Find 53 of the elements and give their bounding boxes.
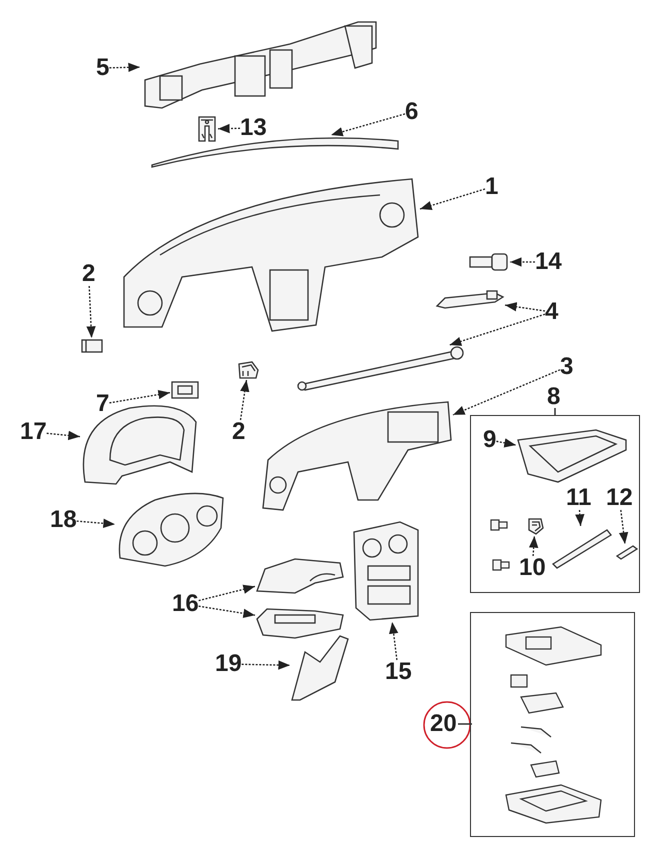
trim-strip-drawing bbox=[150, 135, 400, 167]
callout-number: 19 bbox=[215, 652, 242, 676]
leader-arrow bbox=[86, 286, 96, 338]
leader-arrow bbox=[449, 314, 546, 346]
leader-arrow bbox=[618, 510, 628, 544]
leader-arrow bbox=[510, 257, 535, 267]
callout-number: 6 bbox=[405, 100, 418, 124]
callout-number: 14 bbox=[535, 250, 562, 274]
leader-arrow bbox=[109, 62, 140, 72]
bracket-drawing bbox=[435, 290, 505, 310]
brace-rod-drawing bbox=[295, 345, 465, 390]
leader-arrow bbox=[420, 188, 486, 210]
leader-arrow bbox=[496, 438, 516, 448]
leader-arrow bbox=[198, 584, 256, 602]
leader-arrow bbox=[389, 622, 398, 660]
leader-arrow bbox=[76, 518, 116, 528]
callout-number: 5 bbox=[96, 56, 110, 80]
callout-number: 12 bbox=[606, 486, 633, 510]
leader-arrow bbox=[242, 660, 290, 670]
callout-number: 2 bbox=[232, 420, 246, 444]
leader-arrow bbox=[528, 536, 538, 556]
leader-arrow bbox=[218, 124, 240, 134]
sensor-drawing bbox=[468, 252, 510, 272]
clip-drawing bbox=[196, 114, 218, 144]
callout-number: 11 bbox=[566, 486, 592, 510]
leader-arrow bbox=[575, 510, 584, 526]
leader-arrow bbox=[504, 302, 546, 312]
callout-number: 10 bbox=[519, 556, 546, 580]
callout-number: 18 bbox=[50, 508, 77, 532]
trim-piece-drawing bbox=[615, 544, 637, 560]
callout-number: 1 bbox=[485, 175, 498, 199]
leader-arrow bbox=[46, 430, 80, 440]
switch-drawing bbox=[170, 380, 200, 400]
callout-number: 8 bbox=[547, 385, 560, 409]
clip-drawing bbox=[80, 338, 104, 354]
leader-arrow bbox=[452, 369, 560, 416]
callout-number: 13 bbox=[240, 116, 267, 140]
leader-arrow bbox=[109, 390, 170, 404]
leader-arrow bbox=[240, 380, 250, 420]
callout-number: 2 bbox=[82, 262, 96, 286]
glove-box-drawing bbox=[516, 428, 628, 484]
callout-number: 15 bbox=[385, 660, 412, 684]
leader-arrow bbox=[330, 113, 406, 136]
callout-number: 7 bbox=[96, 392, 110, 416]
clip-drawing bbox=[236, 360, 260, 380]
leader-arrow bbox=[198, 606, 256, 618]
callout-number: 9 bbox=[483, 428, 496, 452]
callout-number: 4 bbox=[545, 300, 558, 324]
callout-number: 3 bbox=[560, 355, 574, 379]
callout-number: 16 bbox=[172, 592, 199, 616]
latch-drawing bbox=[526, 516, 544, 536]
callout-number: 17 bbox=[20, 420, 47, 444]
callout-number: 20 bbox=[430, 712, 457, 736]
